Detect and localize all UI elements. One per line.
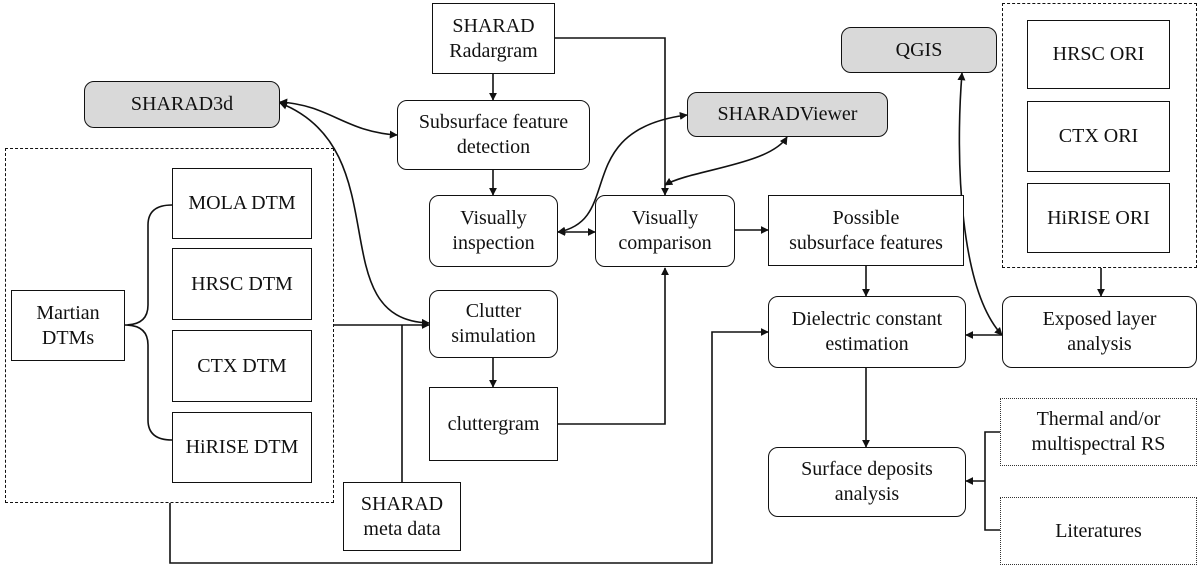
subsurface-detection-box: Subsurface feature detection — [397, 100, 590, 170]
sharad-meta-box: SHARAD meta data — [343, 482, 461, 551]
ctx-ori-box: CTX ORI — [1027, 101, 1170, 172]
dtm-group — [5, 148, 334, 503]
hrsc-dtm-box: HRSC DTM — [172, 248, 312, 320]
possible-features-box: Possible subsurface features — [768, 195, 964, 266]
visually-inspection-box: Visually inspection — [429, 195, 558, 267]
qgis-box: QGIS — [841, 27, 997, 73]
sharad-radargram-box: SHARAD Radargram — [432, 3, 555, 74]
thermal-rs-box: Thermal and/or multispectral RS — [1000, 398, 1197, 466]
arrow-qgis-exposed — [957, 72, 1003, 336]
arrow-dtms-to-dielectric — [169, 328, 769, 564]
sharadviewer-box: SHARADViewer — [687, 92, 888, 137]
literatures-box: Literatures — [1000, 497, 1197, 565]
ori-group — [1002, 3, 1197, 268]
visually-comparison-box: Visually comparison — [595, 195, 735, 267]
dielectric-estimation-box: Dielectric constant estimation — [768, 296, 966, 368]
ctx-dtm-box: CTX DTM — [172, 330, 312, 402]
hirise-dtm-box: HiRISE DTM — [172, 412, 312, 483]
bracket-dtm-list — [124, 204, 173, 441]
mola-dtm-box: MOLA DTM — [172, 168, 312, 239]
martian-dtms-box: Martian DTMs — [11, 290, 125, 361]
clutter-simulation-box: Clutter simulation — [429, 290, 558, 358]
line-thermal-bracket — [984, 431, 1000, 531]
arrow-viewer-inspection — [557, 111, 688, 235]
arrow-viewer-comparison — [664, 136, 788, 186]
hirise-ori-box: HiRISE ORI — [1027, 183, 1170, 253]
exposed-layer-box: Exposed layer analysis — [1002, 296, 1197, 368]
arrow-sharad3d-detection — [279, 98, 398, 139]
hrsc-ori-box: HRSC ORI — [1027, 20, 1170, 89]
arrow-cluttergram-to-comparison — [558, 267, 669, 425]
arrow-sharad3d-clutter — [279, 101, 430, 327]
surface-deposits-box: Surface deposits analysis — [768, 447, 966, 517]
cluttergram-box: cluttergram — [429, 387, 558, 461]
sharad3d-box: SHARAD3d — [84, 81, 280, 128]
